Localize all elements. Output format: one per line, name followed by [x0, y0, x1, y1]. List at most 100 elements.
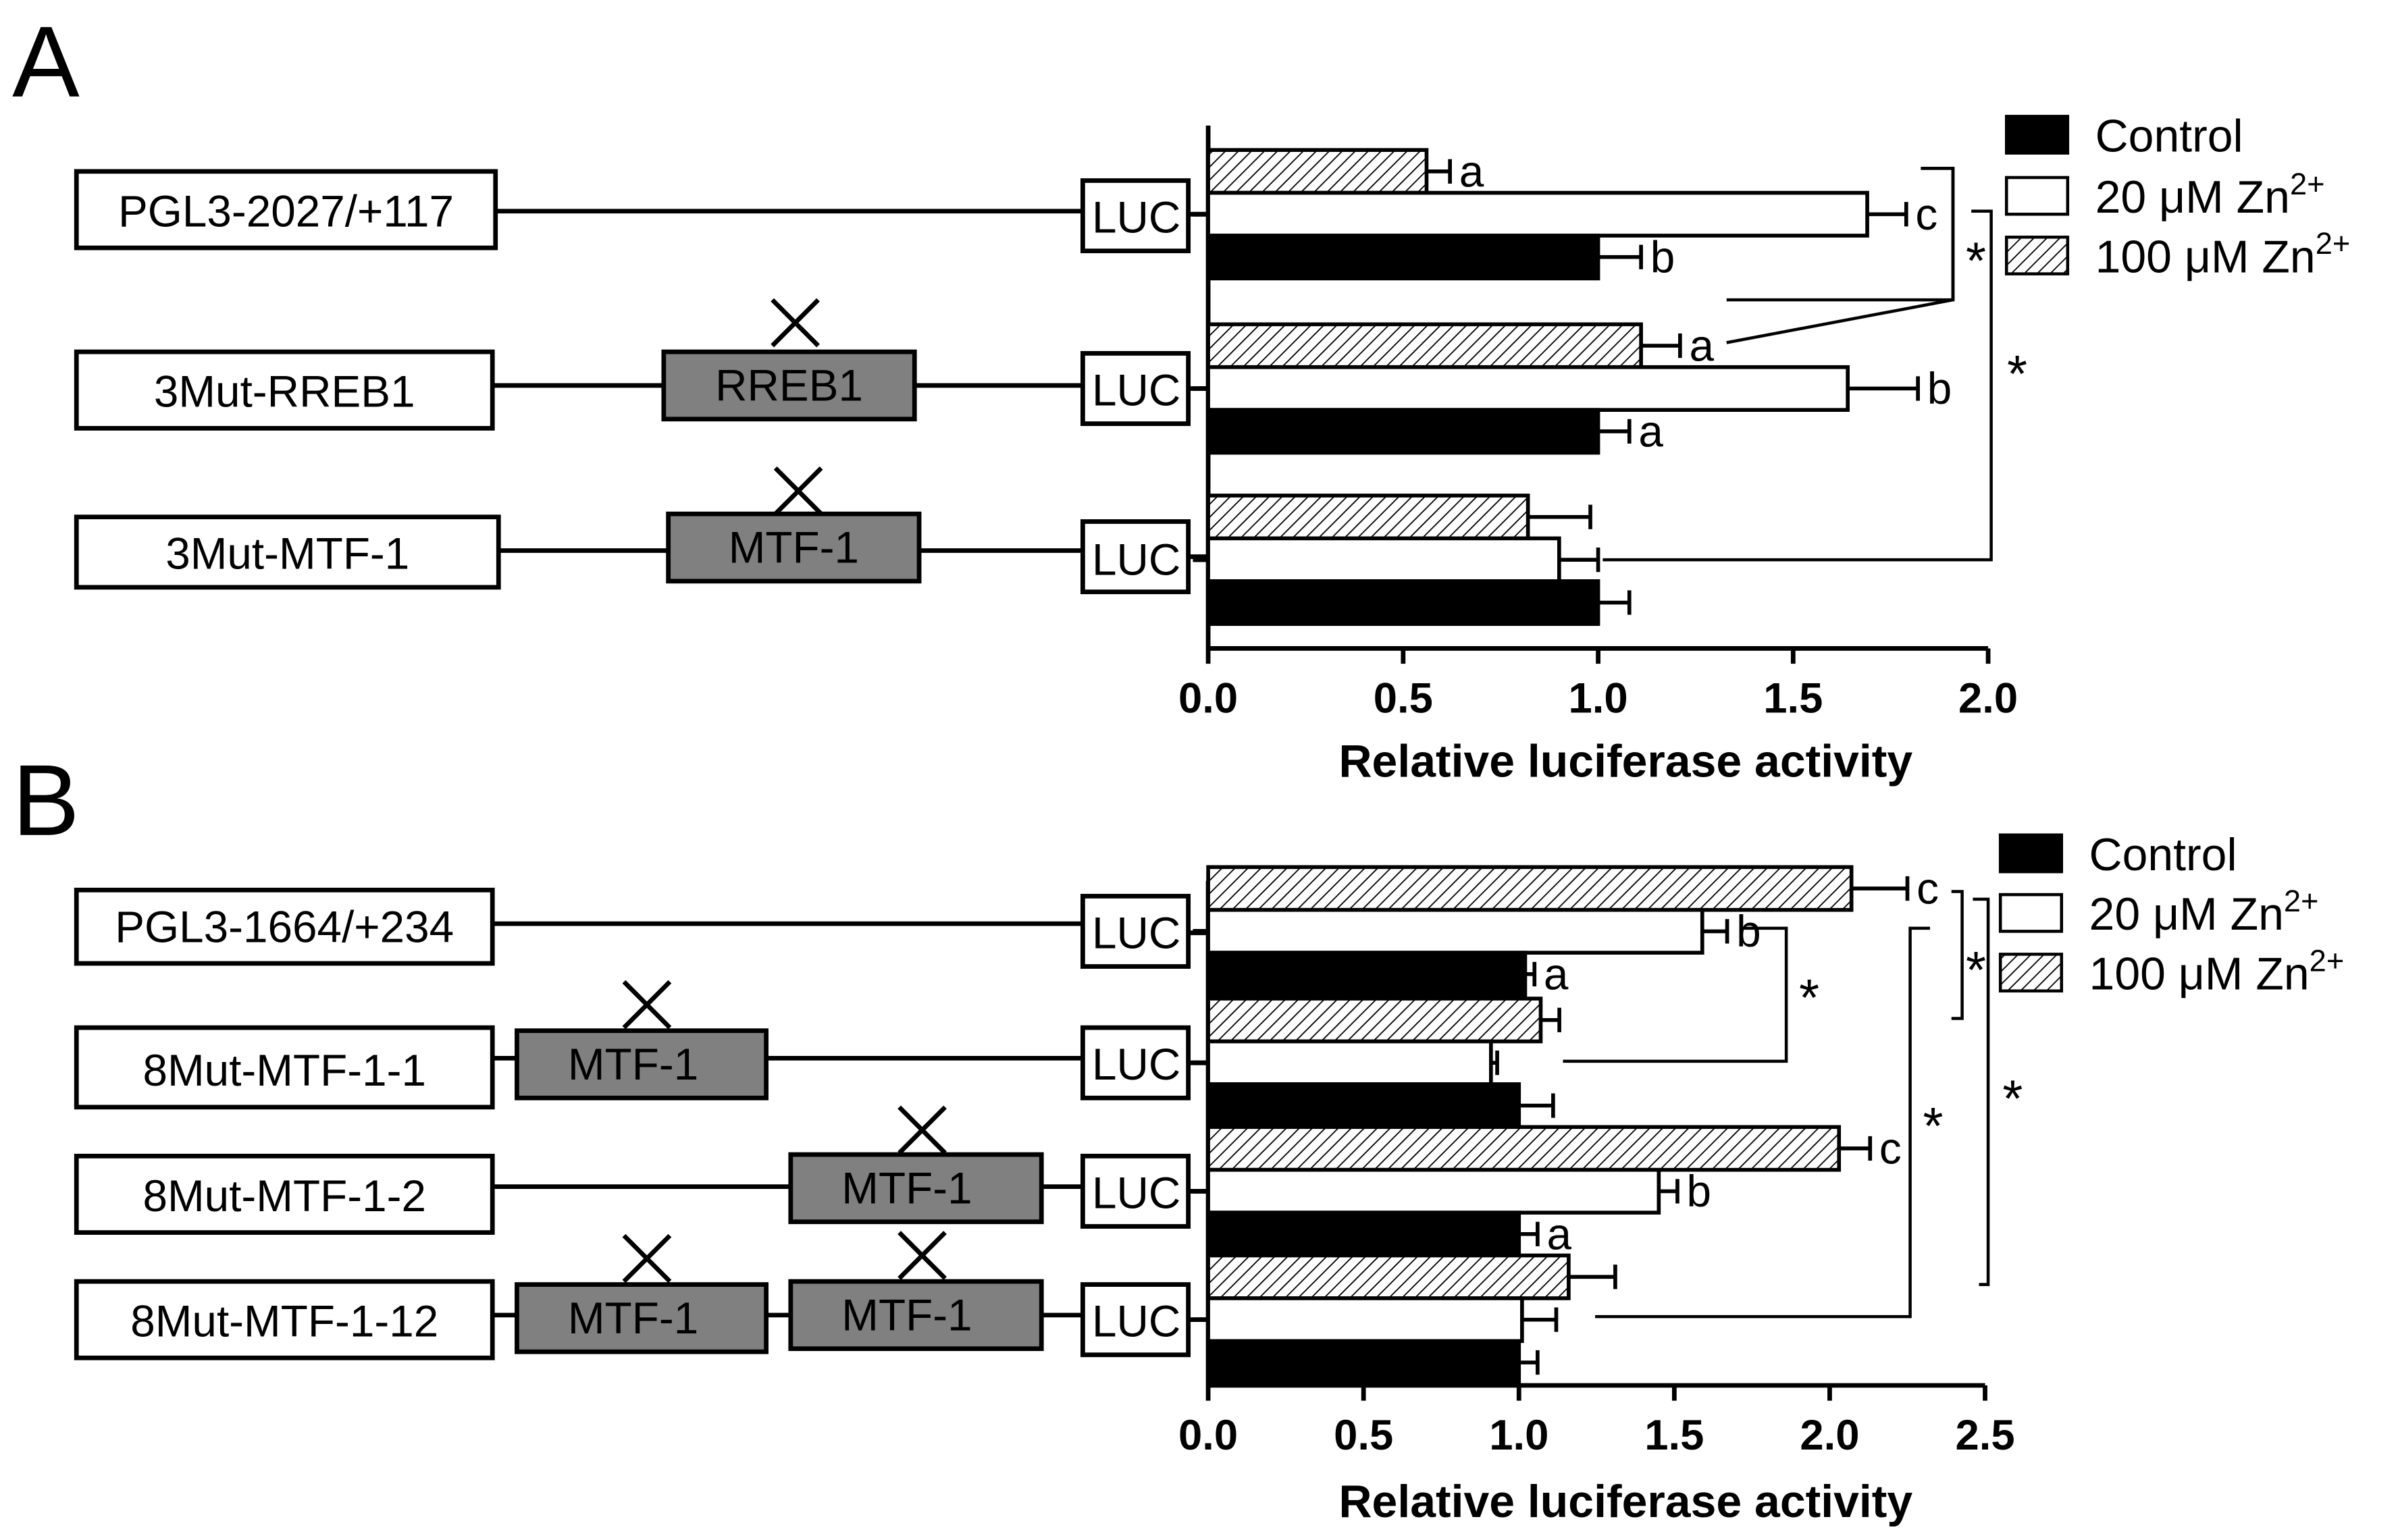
bar	[1206, 1082, 1521, 1130]
bar	[1206, 148, 1429, 195]
mutant-box-label: MTF-1	[841, 1291, 972, 1340]
legend-swatch-100zn	[2004, 235, 2070, 275]
significance-letter: a	[1544, 949, 1569, 999]
legend-label: 20 μM Zn2+	[2089, 884, 2319, 940]
bar	[1206, 1211, 1521, 1258]
x-tick-label: 1.5	[1763, 675, 1823, 722]
construct-name: 8Mut-MTF-1-12	[130, 1297, 438, 1346]
bar	[1206, 1339, 1521, 1386]
legend-label-text: 20 μM Zn	[2095, 171, 2290, 223]
bar	[1206, 951, 1528, 998]
legend-superscript: 2+	[2310, 943, 2345, 978]
legend-b: Control 20 μM Zn2+ 100 μM Zn2+	[1998, 829, 2345, 999]
construct-name: 3Mut-MTF-1	[165, 529, 409, 579]
significance-letter: b	[1736, 907, 1761, 956]
x-axis-title-a: Relative luciferase activity	[1338, 736, 1912, 787]
x-tick-label: 0.5	[1334, 1412, 1393, 1459]
significance-star: *	[1923, 1097, 1944, 1155]
significance-star: *	[2007, 345, 2027, 403]
significance-letter: a	[1459, 147, 1484, 196]
legend-label-text: 100 μM Zn	[2095, 231, 2316, 282]
significance-letter: a	[1689, 321, 1714, 371]
significance-star: *	[1966, 232, 1986, 290]
luc-label: LUC	[1092, 192, 1180, 242]
x-tick-label: 0.0	[1178, 675, 1238, 722]
bar	[1206, 322, 1643, 369]
bar	[1206, 536, 1561, 583]
mutant-box-label: MTF-1	[841, 1164, 972, 1213]
panel-b-construct-labels: PGL3-1664/+234 8Mut-MTF-1-1 8Mut-MTF-1-2…	[115, 902, 1180, 1346]
luc-label: LUC	[1092, 1040, 1180, 1089]
legend-label: 100 μM Zn2+	[2095, 226, 2351, 282]
mutant-box-label: MTF-1	[568, 1040, 698, 1089]
x-axis-title-b: Relative luciferase activity	[1338, 1476, 1912, 1527]
bar	[1206, 190, 1869, 238]
legend-a: Control 20 μM Zn2+ 100 μM Zn2+	[2004, 110, 2351, 282]
legend-swatch-20zn	[2004, 176, 2070, 216]
significance-letter: b	[1687, 1167, 1712, 1216]
bar	[1206, 997, 1543, 1044]
legend-label-text: 100 μM Zn	[2089, 948, 2310, 999]
x-tick-label: 1.0	[1569, 675, 1628, 722]
luc-label: LUC	[1092, 365, 1180, 415]
bar	[1206, 1125, 1842, 1172]
bar	[1206, 907, 1704, 955]
construct-name: PGL3-2027/+117	[118, 186, 454, 236]
construct-name: PGL3-1664/+234	[115, 902, 454, 951]
legend-label: Control	[2095, 110, 2243, 161]
x-tick-label: 1.0	[1489, 1412, 1548, 1459]
bar	[1206, 1253, 1571, 1300]
legend-superscript: 2+	[2284, 884, 2319, 918]
mutant-box-label: MTF-1	[568, 1294, 698, 1343]
legend-superscript: 2+	[2316, 226, 2351, 261]
significance-star: *	[1799, 969, 1819, 1027]
x-tick-label: 0.0	[1178, 1412, 1238, 1459]
legend-swatch-20zn	[1998, 893, 2064, 933]
bar	[1206, 1296, 1524, 1344]
significance-letter: b	[1927, 364, 1952, 413]
legend-label: 20 μM Zn2+	[2095, 167, 2325, 223]
legend-superscript: 2+	[2290, 167, 2325, 201]
significance-brackets-a	[1602, 167, 1993, 562]
panel-b-constructs	[74, 887, 1209, 1360]
significance-letter: b	[1650, 232, 1675, 282]
x-tick-label: 0.5	[1374, 675, 1433, 722]
mutant-box-label: MTF-1	[729, 523, 859, 573]
significance-letter: c	[1879, 1124, 1902, 1173]
significance-letter: a	[1638, 407, 1663, 456]
bar	[1206, 408, 1600, 455]
significance-star: *	[2002, 1069, 2023, 1127]
significance-star: *	[1966, 941, 1986, 999]
luc-label: LUC	[1092, 1168, 1180, 1217]
significance-letter: c	[1917, 864, 1939, 913]
significance-brackets-b	[1563, 890, 1990, 1319]
bar	[1206, 234, 1600, 281]
legend-label: 100 μM Zn2+	[2089, 943, 2345, 999]
panel-a-construct-labels: PGL3-2027/+117 3Mut-RREB1 3Mut-MTF-1 RRE…	[118, 186, 1180, 584]
construct-name: 8Mut-MTF-1-2	[142, 1171, 425, 1221]
legend-swatch-100zn	[1998, 953, 2064, 993]
bar	[1206, 365, 1850, 413]
luc-label: LUC	[1092, 535, 1180, 585]
bar	[1206, 494, 1530, 541]
bar	[1206, 579, 1600, 627]
x-tick-label: 2.0	[1958, 675, 2018, 722]
x-tick-label: 2.0	[1800, 1412, 1859, 1459]
construct-name: 8Mut-MTF-1-1	[142, 1046, 425, 1095]
bar	[1206, 865, 1854, 912]
legend-label: Control	[2089, 829, 2237, 880]
legend-swatch-control	[2004, 115, 2070, 155]
x-tick-label: 1.5	[1644, 1412, 1704, 1459]
bar	[1206, 1167, 1661, 1215]
mutant-box-label: RREB1	[715, 361, 863, 410]
x-tick-label: 2.5	[1955, 1412, 2014, 1459]
panel-letter-b: B	[12, 744, 80, 857]
panel-a-constructs	[74, 169, 1209, 595]
bar	[1206, 1039, 1493, 1086]
significance-letter: c	[1915, 190, 1937, 239]
panel-letter-a: A	[12, 5, 80, 118]
legend-swatch-control	[1998, 833, 2064, 874]
